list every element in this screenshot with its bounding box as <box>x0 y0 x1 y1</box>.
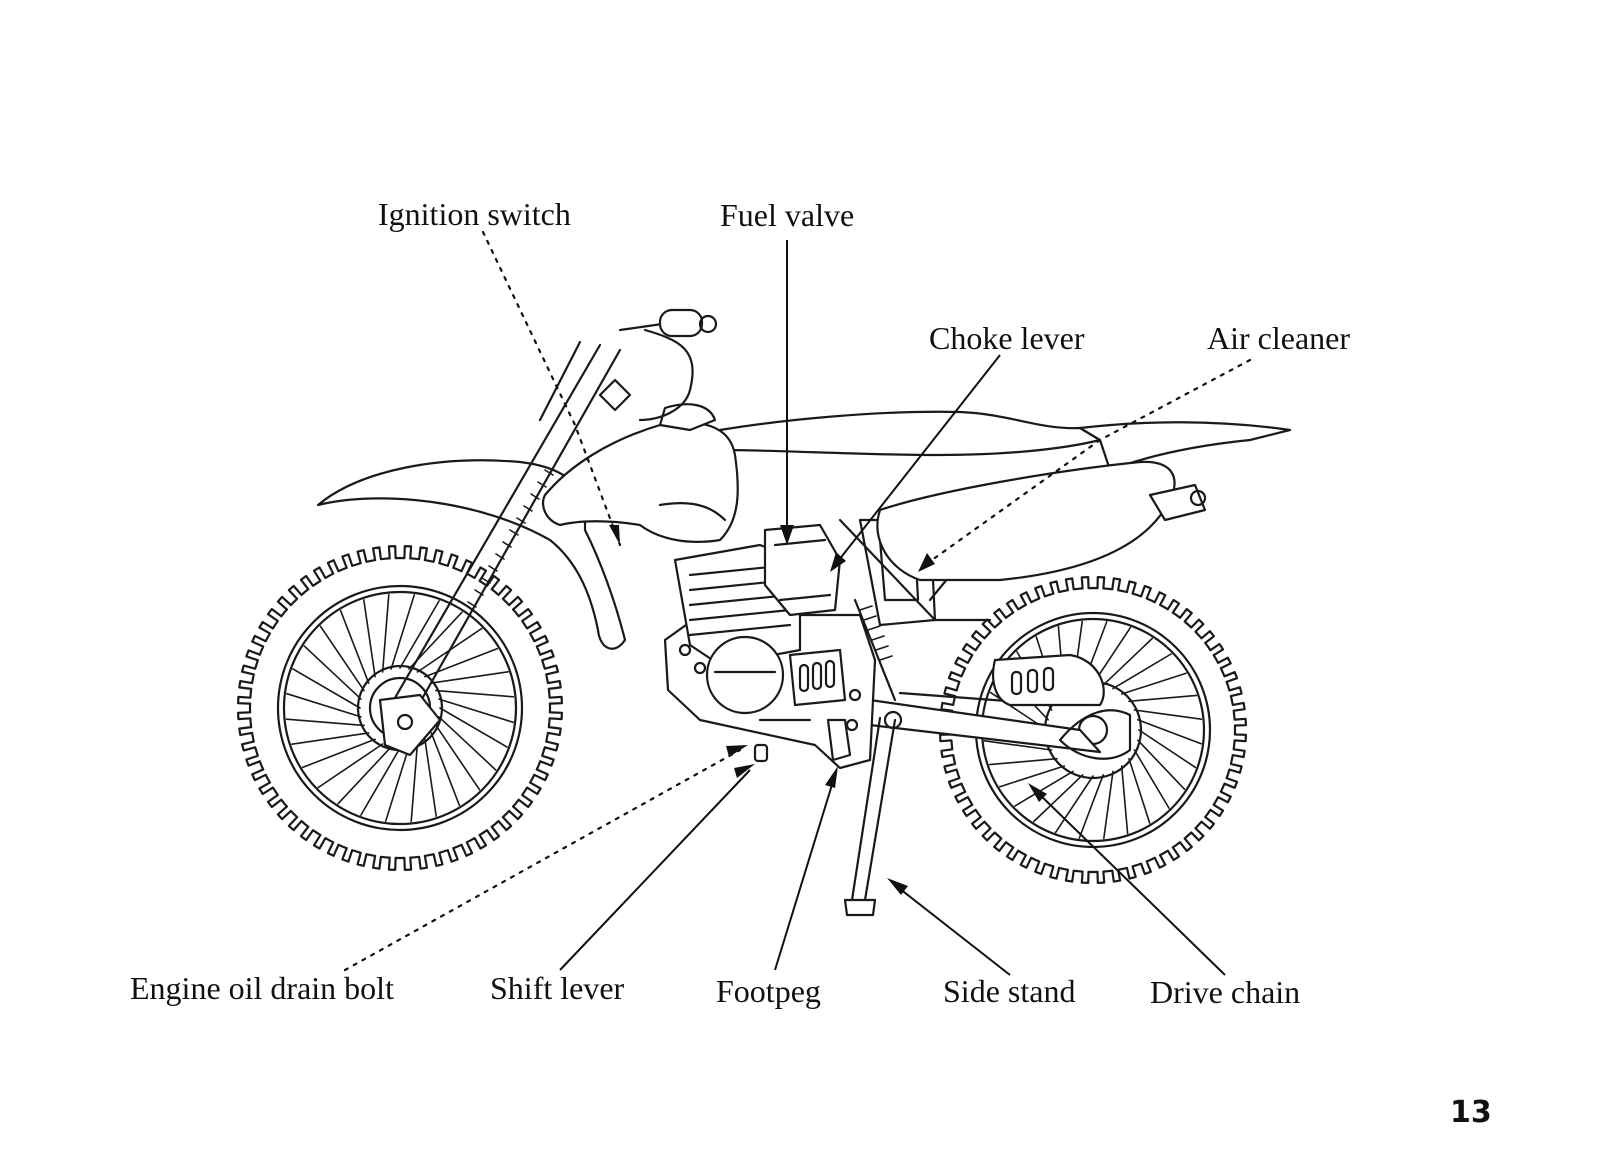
side-number-plate <box>876 460 1176 582</box>
spoke <box>1078 773 1104 839</box>
label-footpeg: Footpeg <box>716 973 821 1009</box>
engine-cover <box>705 635 785 715</box>
seat <box>718 410 1102 457</box>
spoke <box>438 698 514 724</box>
rear-shock <box>853 598 897 702</box>
front-tire <box>237 545 563 871</box>
spoke <box>1033 773 1084 823</box>
spoke <box>291 732 370 746</box>
label-fuel-valve: Fuel valve <box>720 197 855 233</box>
spoke <box>1138 729 1197 769</box>
spoke <box>384 746 410 822</box>
spoke <box>360 747 401 816</box>
spoke <box>339 609 370 684</box>
fuel-tank <box>542 421 739 543</box>
label-ignition-switch: Ignition switch <box>378 196 571 232</box>
spoke <box>1112 653 1172 690</box>
spoke <box>1054 775 1094 834</box>
chain-guard <box>992 653 1105 707</box>
label-side-stand: Side stand <box>943 973 1076 1009</box>
spoke <box>430 670 509 684</box>
label-drive-chain: Drive chain <box>1150 974 1301 1010</box>
spoke <box>319 625 365 692</box>
spoke <box>1014 770 1074 807</box>
spoke <box>988 757 1058 766</box>
front-wheel <box>237 545 563 871</box>
spoke <box>337 746 392 805</box>
spoke <box>1103 770 1114 840</box>
side-stand <box>850 716 897 902</box>
spoke <box>301 738 376 769</box>
spoke <box>399 600 440 669</box>
spoke <box>317 743 384 789</box>
page-number: 13 <box>1450 1095 1492 1130</box>
spoke <box>439 707 508 748</box>
spoke <box>438 716 497 771</box>
label-air-cleaner: Air cleaner <box>1207 320 1351 356</box>
spoke <box>1102 637 1153 687</box>
spoke <box>1137 718 1202 745</box>
label-engine-oil-drain-bolt: Engine oil drain bolt <box>130 970 394 1006</box>
spoke <box>1120 672 1187 695</box>
spoke <box>285 718 365 727</box>
spoke <box>983 739 1053 751</box>
spoke <box>381 593 390 673</box>
front-fork <box>408 348 622 722</box>
spoke <box>286 692 362 718</box>
spoke <box>424 738 438 817</box>
spoke <box>362 599 376 678</box>
label-choke-lever: Choke lever <box>929 320 1085 356</box>
carburetor <box>763 523 842 617</box>
spoke <box>1128 694 1198 703</box>
spoke <box>390 594 416 670</box>
spoke <box>292 668 361 709</box>
label-shift-lever: Shift lever <box>490 970 625 1006</box>
spoke <box>999 765 1066 788</box>
leader-lines <box>343 230 1252 976</box>
spoke <box>435 724 481 791</box>
spoke <box>1120 765 1129 835</box>
rear-fender <box>1078 421 1292 472</box>
spoke <box>1133 709 1203 721</box>
spoke <box>435 689 515 698</box>
spoke <box>303 645 362 700</box>
spoke <box>410 743 419 823</box>
spoke <box>1128 757 1151 824</box>
spoke <box>430 732 461 807</box>
spoke <box>1137 739 1186 791</box>
spoke <box>1133 749 1170 809</box>
